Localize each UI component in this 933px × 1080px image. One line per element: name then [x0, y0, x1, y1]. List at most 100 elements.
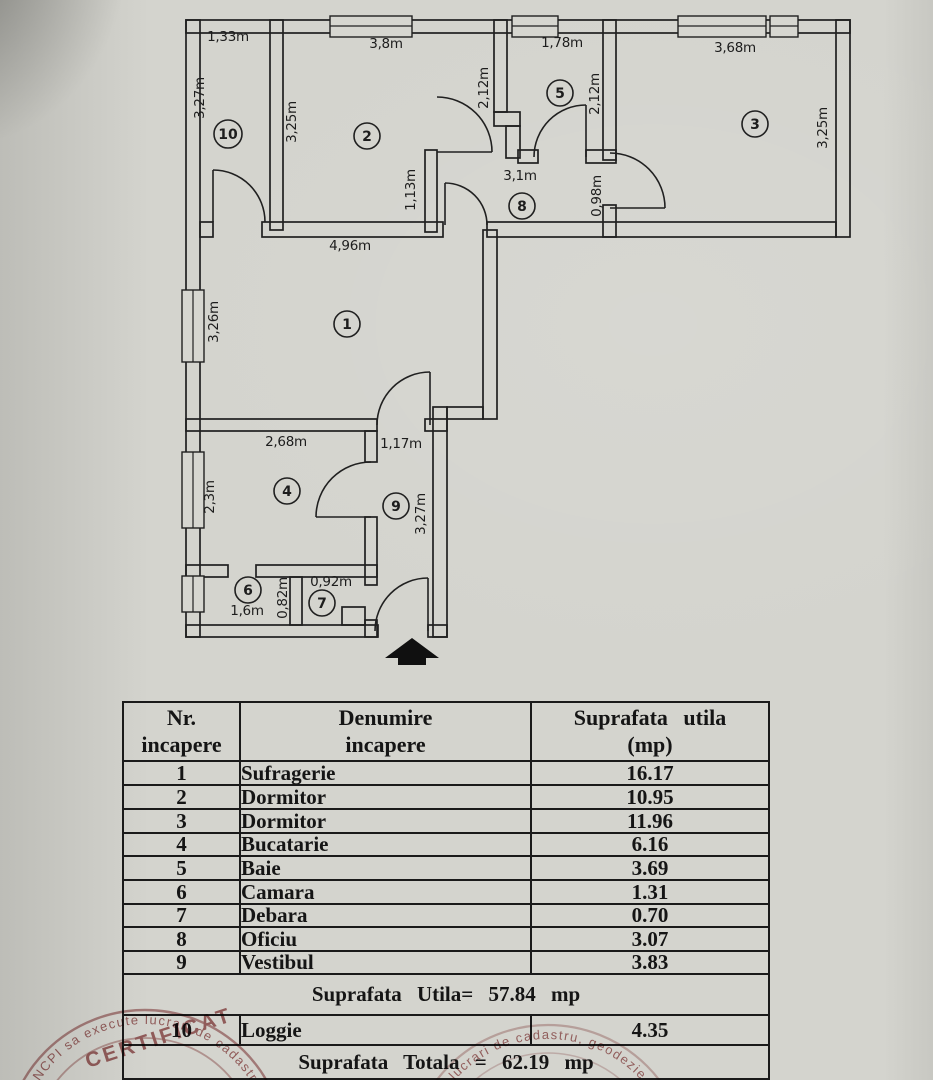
summary-row: Suprafata Utila= 57.84 mp — [122, 973, 770, 1016]
window-icon — [677, 15, 767, 38]
dimension-label: 1,33m — [207, 29, 249, 45]
cell-area: 3.07 — [530, 926, 770, 952]
cell-area: 0.70 — [530, 903, 770, 928]
cell-area: 10.95 — [530, 784, 770, 810]
cell-name: Dormitor — [239, 784, 532, 810]
room-marker-8: 8 — [508, 192, 536, 220]
window-icon — [511, 15, 559, 38]
dimension-label: 2,68m — [265, 434, 307, 450]
cell-name: Baie — [239, 855, 532, 881]
summary-text: Suprafata Utila= 57.84 mp — [122, 973, 770, 1016]
svg-text:2: 2 — [362, 129, 372, 145]
cell-area: 11.96 — [530, 808, 770, 834]
dimension-label: 3,68m — [714, 40, 756, 56]
cell-area: 6.16 — [530, 832, 770, 857]
cell-name: Debara — [239, 903, 532, 928]
cell-name: Dormitor — [239, 808, 532, 834]
cell-area: 16.17 — [530, 760, 770, 786]
cell-nr: 9 — [122, 950, 241, 975]
cell-area: 3.69 — [530, 855, 770, 881]
window-icon — [329, 15, 413, 38]
room-marker-5: 5 — [546, 79, 574, 107]
cell-area: 1.31 — [530, 879, 770, 905]
room-marker-10: 10 — [213, 119, 243, 149]
dimension-label: 1,78m — [541, 35, 583, 51]
cell-name: Bucatarie — [239, 832, 532, 857]
room-marker-7: 7 — [308, 589, 336, 617]
room-marker-2: 2 — [353, 122, 381, 150]
header-suprafata-utila: Suprafata utila (mp) — [530, 701, 770, 762]
cell-nr: 3 — [122, 808, 241, 834]
cell-name: Camara — [239, 879, 532, 905]
dimension-label: 3,8m — [369, 36, 402, 52]
svg-text:10: 10 — [218, 127, 238, 143]
dimension-label: 2,12m — [476, 67, 492, 109]
window-icon — [181, 575, 205, 613]
dimension-label: 1,6m — [230, 603, 263, 619]
dimension-label: 3,27m — [192, 77, 208, 119]
svg-text:9: 9 — [391, 499, 401, 515]
dimension-label: 2,3m — [202, 480, 218, 513]
svg-text:7: 7 — [317, 596, 327, 612]
dimension-label: 3,25m — [815, 107, 831, 149]
dimension-label: 0,82m — [275, 577, 291, 619]
dimension-label: 0,98m — [589, 175, 605, 217]
summary-row: Suprafata Totala = 62.19 mp — [122, 1044, 770, 1080]
svg-text:1: 1 — [342, 317, 352, 333]
dimension-label: 0,92m — [310, 574, 352, 590]
window-icon — [181, 289, 205, 363]
svg-text:6: 6 — [243, 583, 253, 599]
room-markers: 10 2 5 3 8 1 4 9 6 7 — [213, 79, 769, 617]
cell-nr: 2 — [122, 784, 241, 810]
room-marker-4: 4 — [273, 477, 301, 505]
dimension-label: 4,96m — [329, 238, 371, 254]
room-marker-1: 1 — [333, 310, 361, 338]
cell-name: Vestibul — [239, 950, 532, 975]
svg-text:4: 4 — [282, 484, 292, 500]
window-icon — [769, 15, 799, 38]
svg-text:5: 5 — [555, 86, 565, 102]
area-table: Nr. incapere Denumire incapere Suprafata… — [122, 701, 770, 1080]
cell-nr: 1 — [122, 760, 241, 786]
cell-nr: 8 — [122, 926, 241, 952]
dimension-label: 3,25m — [284, 101, 300, 143]
svg-text:3: 3 — [750, 117, 760, 133]
summary-text: Suprafata Totala = 62.19 mp — [122, 1044, 770, 1080]
cell-nr: 10 — [122, 1014, 241, 1046]
table-header-row: Nr. incapere Denumire incapere Suprafata… — [122, 701, 770, 762]
room-marker-9: 9 — [382, 492, 410, 520]
cell-area: 4.35 — [530, 1014, 770, 1046]
dimension-label: 3,26m — [206, 301, 222, 343]
cell-nr: 5 — [122, 855, 241, 881]
dimension-label: 1,17m — [380, 436, 422, 452]
dimension-label: 3,1m — [503, 168, 536, 184]
dimension-label: 1,13m — [403, 169, 419, 211]
header-denumire-incapere: Denumire incapere — [239, 701, 532, 762]
cell-area: 3.83 — [530, 950, 770, 975]
cell-name: Oficiu — [239, 926, 532, 952]
header-nr-incapere: Nr. incapere — [122, 701, 241, 762]
dimension-label: 2,12m — [587, 73, 603, 115]
dimension-labels: 1,33m 3,27m 3,8m 3,25m 2,12m 1,13m 1,78m… — [192, 29, 831, 619]
entrance-arrow-icon — [385, 638, 439, 665]
cell-name: Loggie — [239, 1014, 532, 1046]
dimension-label: 3,27m — [413, 493, 429, 535]
cell-nr: 4 — [122, 832, 241, 857]
svg-text:8: 8 — [517, 199, 527, 215]
cell-nr: 6 — [122, 879, 241, 905]
plan-windows — [181, 15, 799, 613]
room-marker-3: 3 — [741, 110, 769, 138]
